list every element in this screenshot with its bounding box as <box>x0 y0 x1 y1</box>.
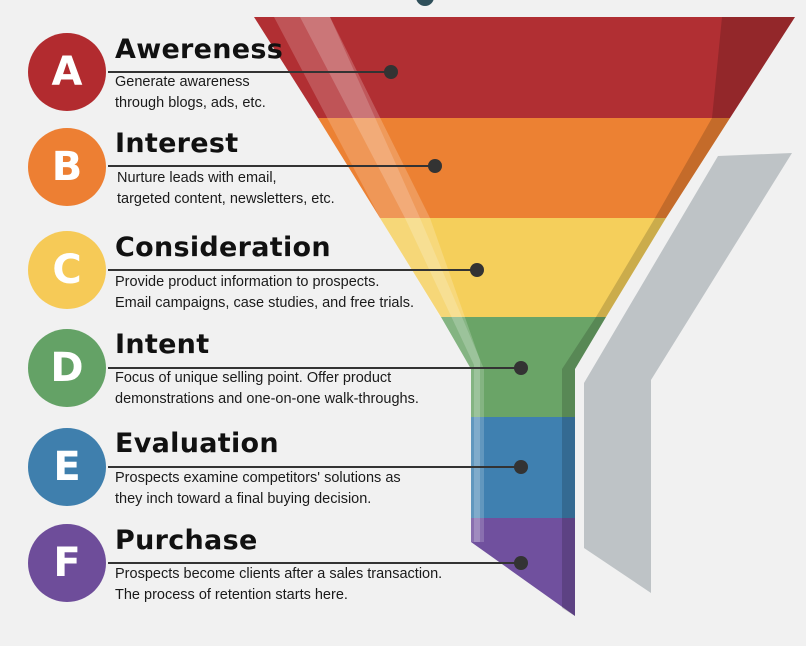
stage-b-letter: B <box>51 144 83 190</box>
leader-dot-c <box>470 263 484 277</box>
stage-f-desc-line-2: The process of retention starts here. <box>115 587 348 603</box>
funnel-highlight-left <box>274 17 484 542</box>
stage-e-letter: E <box>53 444 81 490</box>
stage-b-description: Nurture leads with email, targeted conte… <box>117 168 335 210</box>
stage-a-badge: A <box>28 33 106 111</box>
stage-f-description: Prospects become clients after a sales t… <box>115 564 442 606</box>
stage-b-title: Interest <box>115 128 239 159</box>
stage-e-desc-line-2: they inch toward a final buying decision… <box>115 491 372 507</box>
leader-dot-b <box>428 159 442 173</box>
stage-d-badge: D <box>28 329 106 407</box>
leader-dot-d <box>514 361 528 375</box>
funnel-highlight-inner <box>300 17 480 542</box>
leader-dot-f <box>514 556 528 570</box>
stage-c-title: Consideration <box>115 232 331 263</box>
stage-a-title: Awereness <box>115 34 284 65</box>
stage-e-title: Evaluation <box>115 428 279 459</box>
stage-d-description: Focus of unique selling point. Offer pro… <box>115 368 419 410</box>
stage-c-description: Provide product information to prospects… <box>115 272 414 314</box>
stage-a-description: Generate awareness through blogs, ads, e… <box>115 72 266 114</box>
stage-d-letter: D <box>50 345 84 391</box>
stage-c-badge: C <box>28 231 106 309</box>
leader-dot-a <box>384 65 398 79</box>
stage-e-desc-line-1: Prospects examine competitors' solutions… <box>115 470 401 486</box>
stage-f-desc-line-1: Prospects become clients after a sales t… <box>115 566 443 582</box>
stage-b-badge: B <box>28 128 106 206</box>
funnel-top-knob <box>416 0 434 6</box>
stage-a-letter: A <box>51 49 83 95</box>
stage-b-desc-line-1: Nurture leads with email, <box>117 170 277 186</box>
stage-d-desc-line-1: Focus of unique selling point. Offer pro… <box>115 370 392 386</box>
grey-pipe <box>584 153 792 593</box>
funnel-band-a <box>254 17 795 118</box>
stage-c-desc-line-2: Email campaigns, case studies, and free … <box>115 295 414 311</box>
stage-a-desc-line-1: Generate awareness <box>115 74 250 90</box>
stage-d-title: Intent <box>115 329 210 360</box>
stage-f-letter: F <box>53 540 81 586</box>
stage-e-description: Prospects examine competitors' solutions… <box>115 468 401 510</box>
stage-f-title: Purchase <box>115 525 258 556</box>
stage-d-desc-line-2: demonstrations and one-on-one walk-throu… <box>115 391 419 407</box>
stage-e-badge: E <box>28 428 106 506</box>
stage-f-badge: F <box>28 524 106 602</box>
stage-c-desc-line-1: Provide product information to prospects… <box>115 274 380 290</box>
stage-a-desc-line-2: through blogs, ads, etc. <box>115 95 266 111</box>
leader-dot-e <box>514 460 528 474</box>
stage-c-letter: C <box>52 247 82 293</box>
funnel-band-c <box>380 218 666 317</box>
stage-b-desc-line-2: targeted content, newsletters, etc. <box>117 191 335 207</box>
funnel-band-b <box>318 118 730 218</box>
